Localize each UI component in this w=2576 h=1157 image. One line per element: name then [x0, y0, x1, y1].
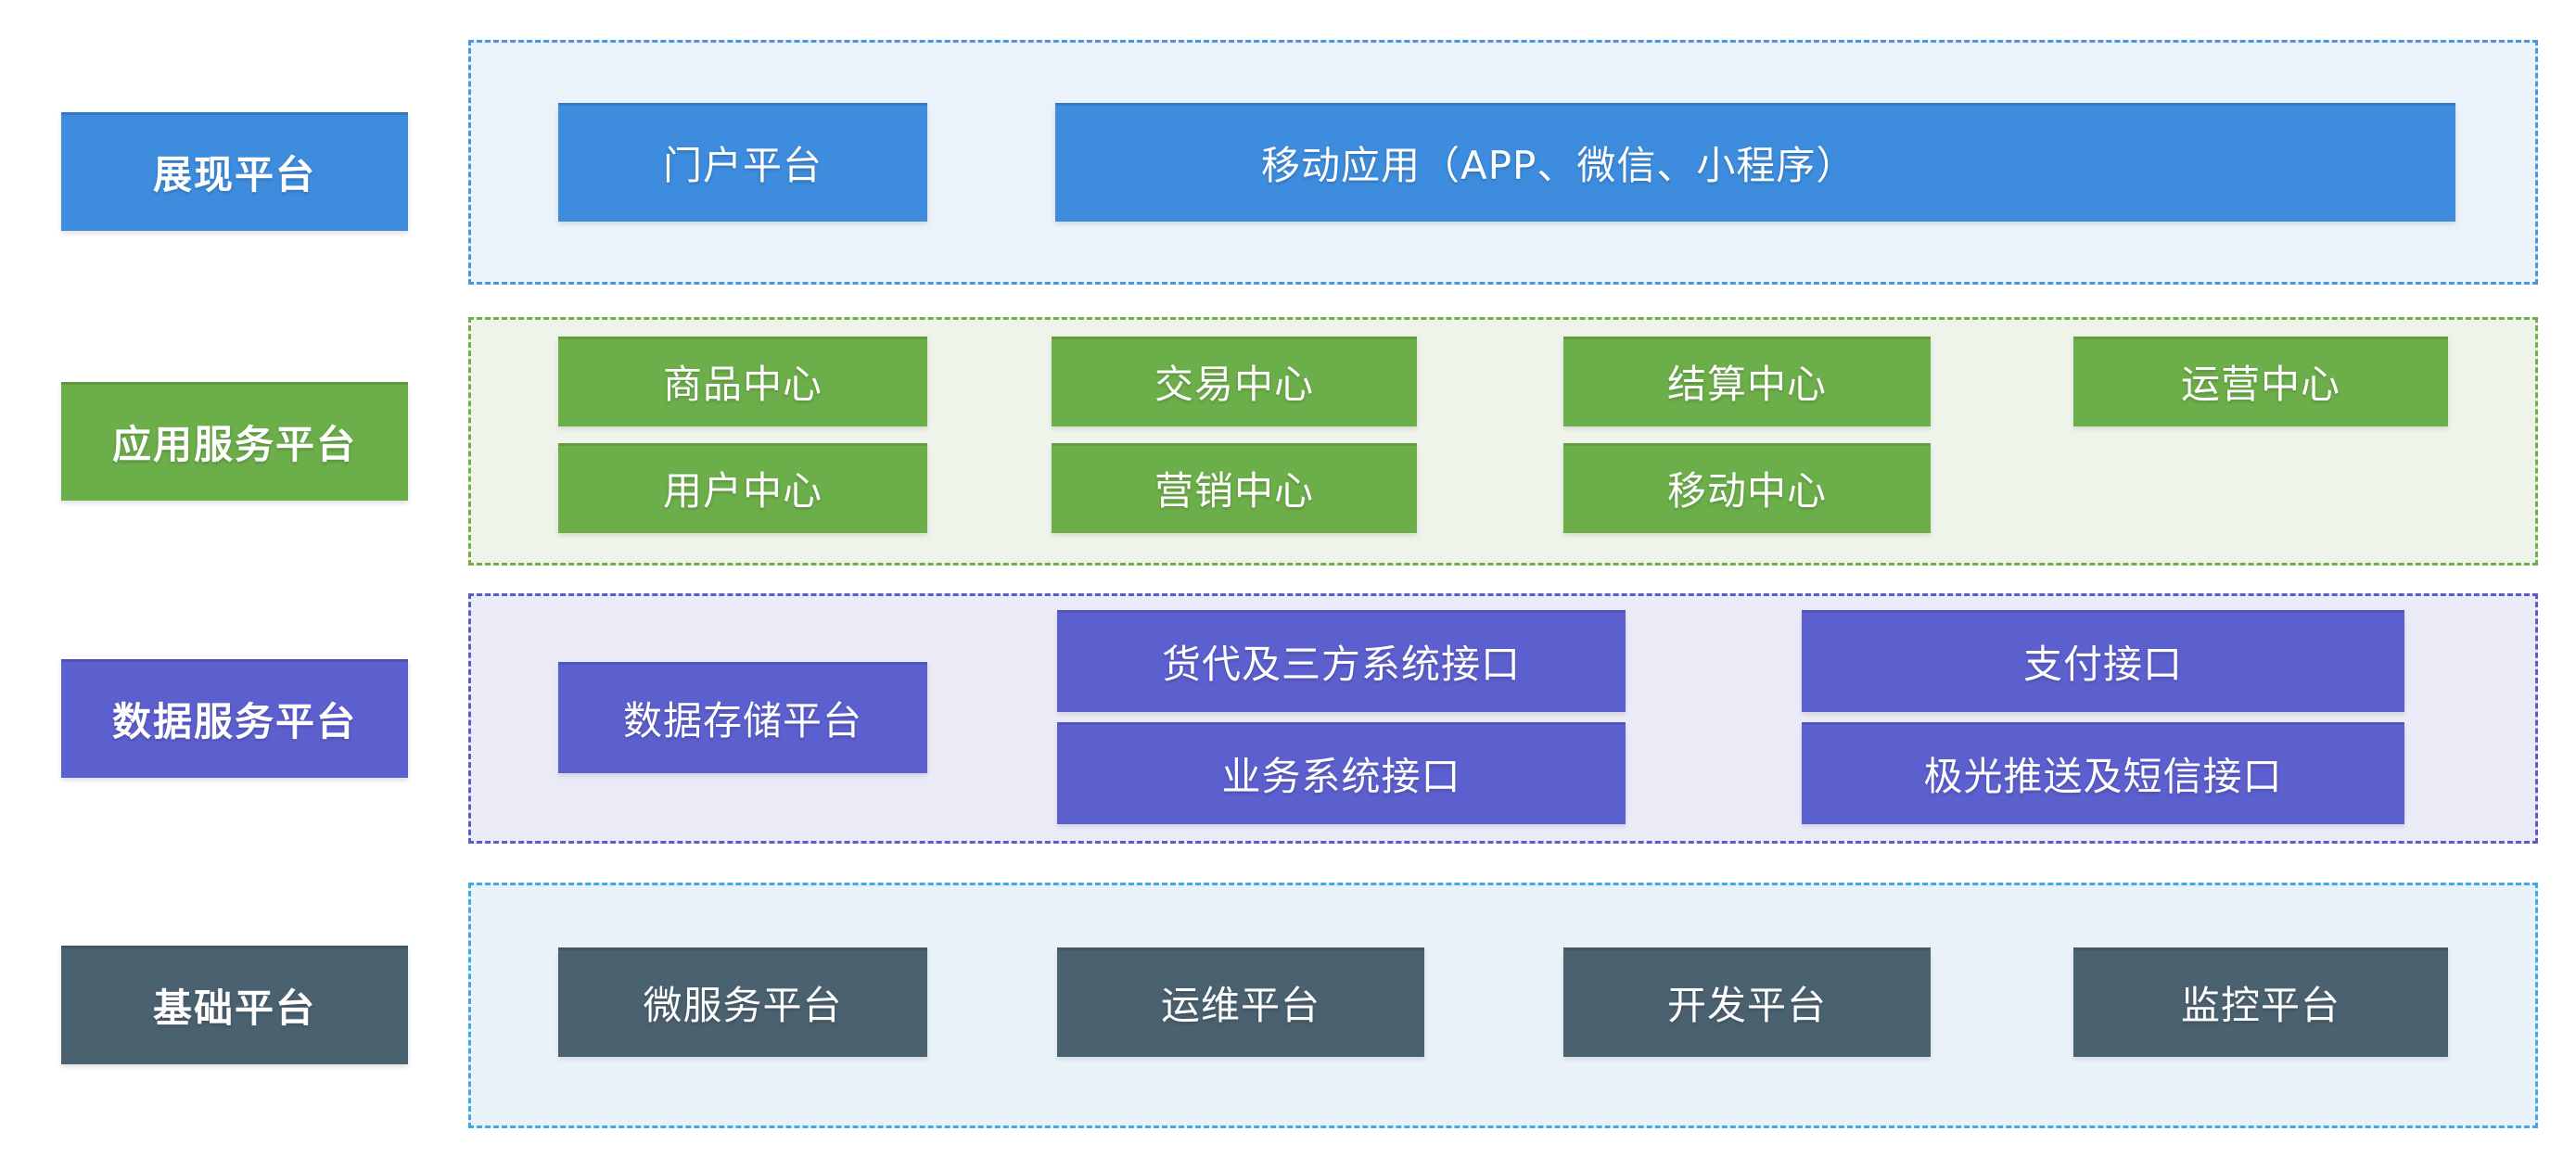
box-user-center: 用户中心 — [558, 443, 927, 533]
box-microservice-platform: 微服务平台 — [558, 947, 927, 1057]
box-marketing-center: 营销中心 — [1052, 443, 1417, 533]
box-portal-platform: 门户平台 — [558, 103, 927, 222]
box-data-storage-platform: 数据存储平台 — [558, 662, 927, 773]
box-business-system-interface: 业务系统接口 — [1057, 722, 1626, 824]
box-jpush-sms-interface: 极光推送及短信接口 — [1802, 722, 2404, 824]
box-payment-interface: 支付接口 — [1802, 610, 2404, 712]
box-freight-third-party-system-interface: 货代及三方系统接口 — [1057, 610, 1626, 712]
box-settlement-center: 结算中心 — [1563, 337, 1931, 426]
box-product-center: 商品中心 — [558, 337, 927, 426]
box-monitor-platform: 监控平台 — [2073, 947, 2448, 1057]
box-ops-platform: 运维平台 — [1057, 947, 1424, 1057]
row-label-presentation-platform: 展现平台 — [61, 112, 408, 231]
box-mobile-center: 移动中心 — [1563, 443, 1931, 533]
row-label-application-service-platform: 应用服务平台 — [61, 382, 408, 501]
row-label-base-platform: 基础平台 — [61, 946, 408, 1064]
box-operation-center: 运营中心 — [2073, 337, 2448, 426]
row-label-data-service-platform: 数据服务平台 — [61, 659, 408, 778]
box-trade-center: 交易中心 — [1052, 337, 1417, 426]
box-dev-platform: 开发平台 — [1563, 947, 1931, 1057]
box-mobile-apps: 移动应用（APP、微信、小程序） — [1055, 103, 2455, 222]
